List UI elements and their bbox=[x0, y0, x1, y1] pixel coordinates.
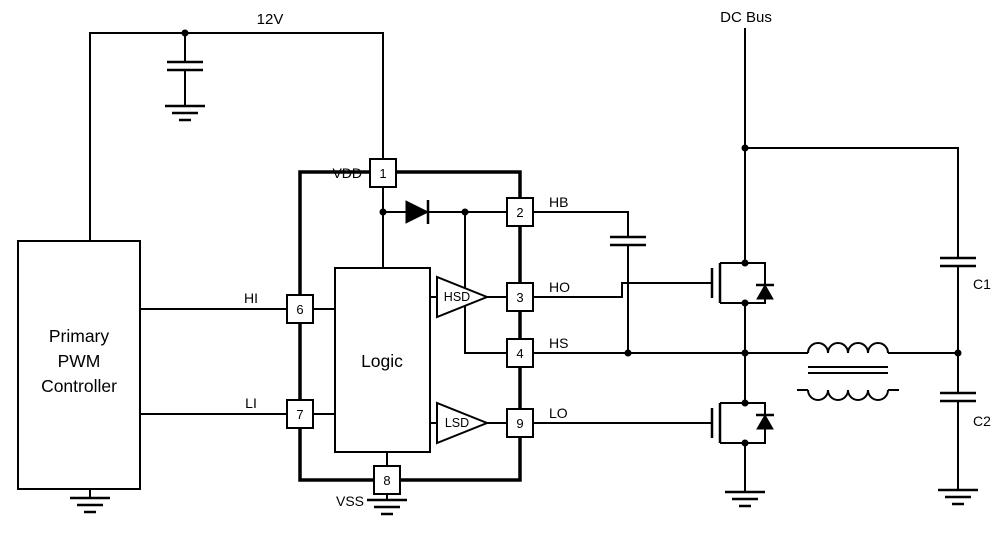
pin-label-vss: VSS bbox=[336, 493, 364, 509]
body-diode-icon bbox=[756, 283, 774, 300]
decoupling-capacitor bbox=[165, 33, 205, 122]
c2-label: C2 bbox=[973, 413, 991, 429]
ground-symbol bbox=[367, 494, 407, 516]
ground-symbol bbox=[725, 490, 765, 508]
dc-bus: DC Bus bbox=[720, 9, 959, 263]
pin-number: 3 bbox=[516, 290, 523, 305]
pin-number: 1 bbox=[379, 166, 386, 181]
logic-block bbox=[334, 267, 431, 453]
junction-dot bbox=[954, 349, 962, 357]
supply-label: 12V bbox=[257, 11, 284, 28]
junction-dot bbox=[181, 29, 189, 37]
pin-label-lo: LO bbox=[549, 405, 568, 421]
logic-label: Logic bbox=[361, 351, 403, 371]
body-diode-icon bbox=[756, 413, 774, 430]
low-side-mosfet bbox=[710, 402, 774, 508]
controller-label-line2: PWM bbox=[58, 351, 101, 371]
pwm-controller: Primary PWM Controller bbox=[17, 240, 141, 514]
pin-4-hs: 4 HS bbox=[506, 335, 568, 368]
body-diode-lead-bottom bbox=[745, 429, 766, 444]
dc-bus-branch-wire bbox=[745, 147, 959, 258]
supply-wire bbox=[89, 32, 384, 241]
ground-symbol bbox=[165, 104, 205, 122]
pin-7-li: 7 bbox=[286, 399, 335, 429]
capacitor-c1: C1 bbox=[940, 256, 991, 393]
pin-box bbox=[506, 408, 534, 438]
pin-number: 8 bbox=[383, 473, 390, 488]
pin-number: 7 bbox=[296, 407, 303, 422]
bootstrap-diode-icon bbox=[405, 200, 430, 224]
pin-2-hb: 2 HB bbox=[506, 194, 568, 227]
pin-label-li: LI bbox=[245, 395, 257, 411]
transformer bbox=[745, 342, 958, 401]
controller-label-line3: Controller bbox=[41, 376, 117, 396]
hsd-label: HSD bbox=[444, 290, 470, 304]
wire-li: LI bbox=[140, 395, 287, 415]
junction-dots bbox=[181, 29, 962, 447]
pin-6-hi: 6 bbox=[286, 294, 335, 324]
ground-symbol bbox=[70, 489, 110, 514]
c1-label: C1 bbox=[973, 276, 991, 292]
wire-hi: HI bbox=[140, 290, 287, 310]
controller-label-line1: Primary bbox=[49, 326, 110, 346]
pin-box bbox=[286, 399, 314, 429]
pin-label-ho: HO bbox=[549, 279, 570, 295]
ho-wire bbox=[533, 282, 712, 298]
driver-ic: Logic HSD LSD 1 VDD 2 HB 3 HO 4 HS 9 bbox=[286, 158, 570, 516]
pin-8-vss: 8 VSS bbox=[336, 465, 401, 509]
pin-1-vdd: 1 VDD bbox=[332, 158, 397, 188]
pin-9-lo: 9 LO bbox=[506, 405, 568, 438]
pin-box bbox=[369, 158, 397, 188]
lsd-buffer-icon bbox=[436, 401, 490, 445]
capacitor-c2: C2 bbox=[938, 391, 991, 506]
body-diode-lead-top bbox=[745, 262, 766, 285]
high-side-mosfet bbox=[710, 262, 774, 304]
pin-number: 4 bbox=[516, 346, 523, 361]
junction-dot bbox=[379, 208, 387, 216]
junction-dot bbox=[461, 208, 469, 216]
junction-dot bbox=[624, 349, 632, 357]
hb-wire bbox=[533, 211, 629, 237]
pin-label-hi: HI bbox=[244, 290, 258, 306]
wire-ho bbox=[533, 282, 712, 298]
pin-number: 2 bbox=[516, 205, 523, 220]
bootstrap-capacitor bbox=[610, 235, 646, 353]
lsd-label: LSD bbox=[445, 416, 469, 430]
pin-number: 9 bbox=[516, 416, 523, 431]
pin-label-vdd: VDD bbox=[332, 165, 362, 181]
primary-winding bbox=[807, 342, 889, 354]
pin-number: 6 bbox=[296, 302, 303, 317]
pin-label-hs: HS bbox=[549, 335, 568, 351]
pin-box bbox=[286, 294, 314, 324]
ground-symbol bbox=[938, 488, 978, 506]
pin-box bbox=[373, 465, 401, 495]
wire-hb bbox=[533, 211, 629, 237]
junction-dot bbox=[741, 349, 749, 357]
hsd-buffer-icon bbox=[436, 275, 490, 319]
body-diode-lead-top bbox=[745, 402, 766, 415]
junction-dot bbox=[741, 144, 749, 152]
junction-dot bbox=[741, 399, 749, 407]
junction-dot bbox=[741, 259, 749, 267]
junction-dot bbox=[741, 439, 749, 447]
dc-bus-label: DC Bus bbox=[720, 9, 772, 26]
body-diode-lead-bottom bbox=[745, 299, 766, 304]
pin-3-ho: 3 HO bbox=[506, 279, 570, 312]
junction-dot bbox=[741, 299, 749, 307]
secondary-winding bbox=[807, 389, 889, 401]
hsd-return-wire bbox=[464, 306, 507, 354]
supply-rail-12v: 12V bbox=[89, 11, 384, 241]
pin-label-hb: HB bbox=[549, 194, 568, 210]
pwm-controller-box bbox=[17, 240, 141, 490]
